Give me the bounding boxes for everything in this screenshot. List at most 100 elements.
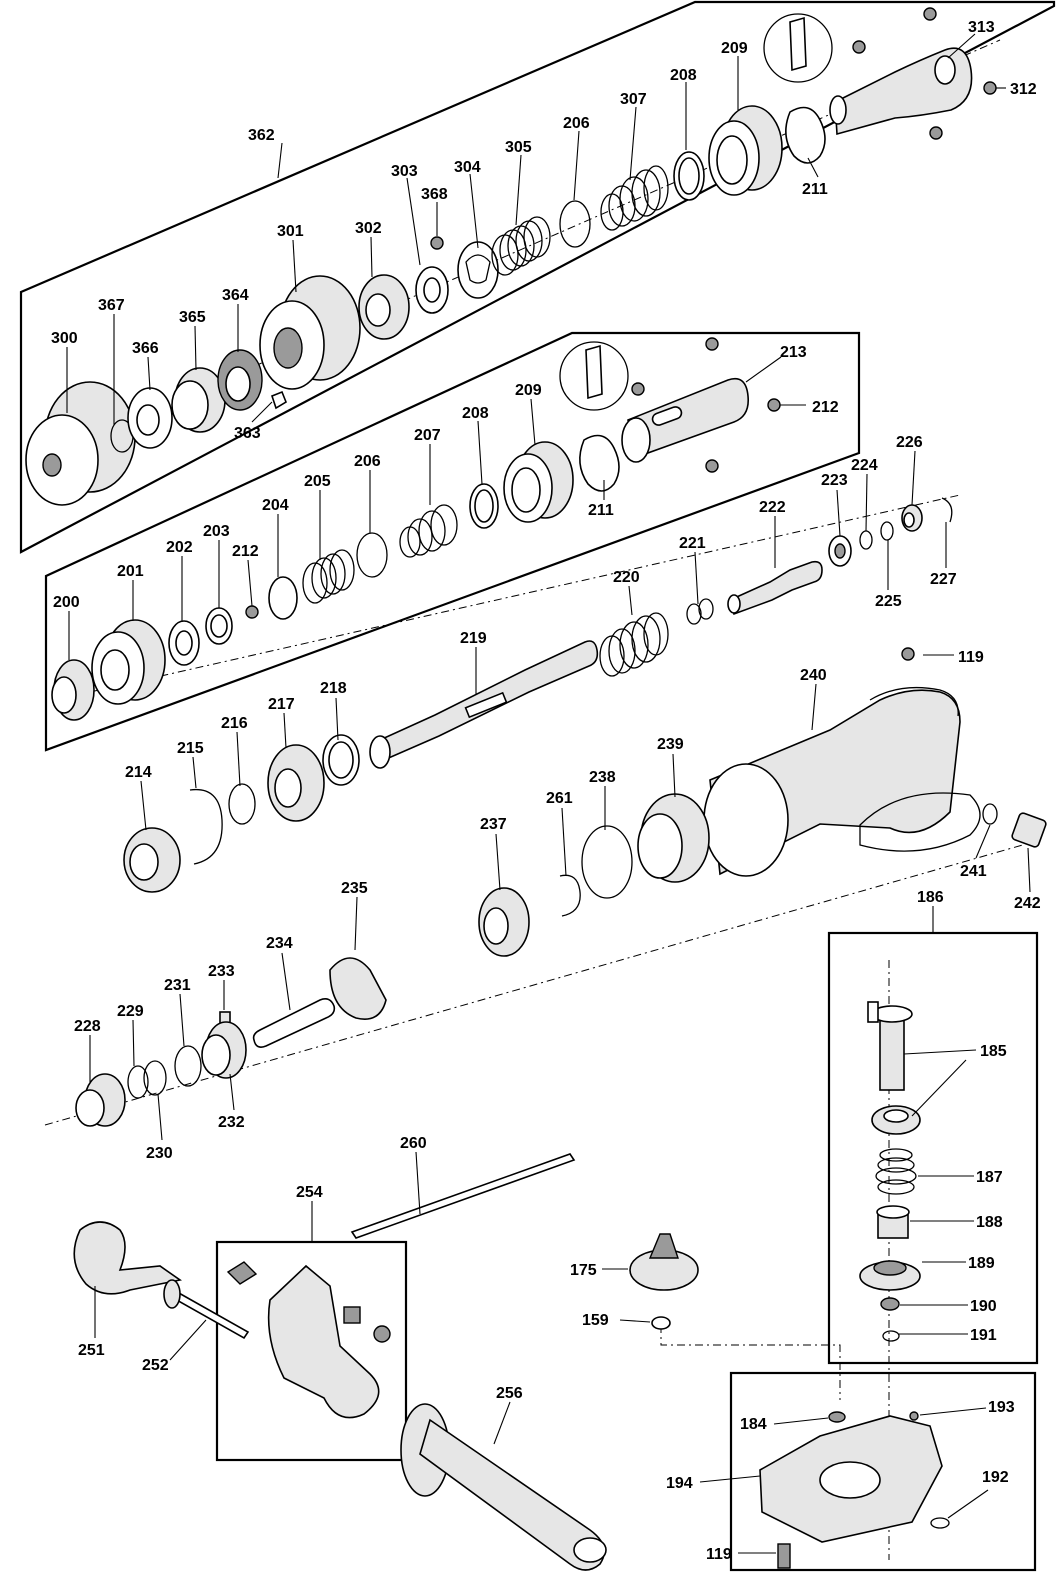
label-223: 223 xyxy=(821,472,848,489)
label-119-lower: 119 xyxy=(706,1546,732,1563)
part-230 xyxy=(143,1060,167,1096)
label-229: 229 xyxy=(117,1003,144,1020)
part-189 xyxy=(859,1260,921,1291)
ball-313-c xyxy=(929,126,943,140)
part-184 xyxy=(828,1411,846,1423)
label-300: 300 xyxy=(51,330,78,347)
part-194 xyxy=(759,1415,943,1543)
part-202 xyxy=(168,620,200,666)
label-204: 204 xyxy=(262,497,289,514)
part-232 xyxy=(201,1021,247,1079)
label-211-upper: 211 xyxy=(802,181,828,198)
part-218 xyxy=(322,734,360,786)
label-301: 301 xyxy=(277,223,304,240)
part-206-upper xyxy=(559,200,591,248)
part-217 xyxy=(267,744,325,822)
part-226 xyxy=(901,504,923,532)
part-302 xyxy=(358,274,410,340)
part-260 xyxy=(350,1153,576,1239)
part-209-upper xyxy=(708,105,783,196)
part-364 xyxy=(217,349,263,411)
part-203 xyxy=(205,607,233,645)
label-189: 189 xyxy=(968,1255,995,1272)
part-228 xyxy=(75,1073,126,1127)
part-209-middle xyxy=(503,441,574,523)
part-208-upper xyxy=(673,151,705,201)
label-304: 304 xyxy=(454,159,481,176)
part-225 xyxy=(880,521,894,541)
label-119-upper: 119 xyxy=(958,649,984,666)
part-301 xyxy=(259,275,361,390)
label-193: 193 xyxy=(988,1399,1015,1416)
label-175: 175 xyxy=(570,1262,597,1279)
part-119-upper xyxy=(901,647,915,661)
part-204 xyxy=(268,576,298,620)
label-206-upper: 206 xyxy=(563,115,590,132)
label-305: 305 xyxy=(505,139,532,156)
label-216: 216 xyxy=(221,715,248,732)
part-201 xyxy=(91,619,166,705)
label-242: 242 xyxy=(1014,895,1041,912)
ball-313-a xyxy=(923,7,937,21)
label-200: 200 xyxy=(53,594,80,611)
part-211-middle xyxy=(559,341,629,492)
label-232: 232 xyxy=(218,1114,245,1131)
label-221: 221 xyxy=(679,535,706,552)
part-313 xyxy=(829,47,973,136)
label-192: 192 xyxy=(982,1469,1009,1486)
frame-assembly-186 xyxy=(827,931,1039,1365)
part-223 xyxy=(828,535,852,567)
label-362: 362 xyxy=(248,127,275,144)
label-313: 313 xyxy=(968,19,995,36)
part-303 xyxy=(415,266,449,314)
part-304 xyxy=(457,241,499,299)
label-211-middle: 211 xyxy=(588,502,614,519)
label-215: 215 xyxy=(177,740,204,757)
part-235 xyxy=(329,957,387,1020)
part-200 xyxy=(51,659,95,721)
part-185-bearing xyxy=(871,1105,921,1135)
label-207: 207 xyxy=(414,427,441,444)
part-192 xyxy=(930,1517,950,1529)
part-159 xyxy=(651,1316,671,1330)
label-185: 185 xyxy=(980,1043,1007,1060)
label-214: 214 xyxy=(125,764,152,781)
part-256 xyxy=(400,1403,607,1571)
label-231: 231 xyxy=(164,977,191,994)
label-225: 225 xyxy=(875,593,902,610)
part-212-middle xyxy=(245,605,259,619)
label-235: 235 xyxy=(341,880,368,897)
part-213 xyxy=(621,377,750,463)
label-209-upper: 209 xyxy=(721,40,748,57)
label-239: 239 xyxy=(657,736,684,753)
label-256: 256 xyxy=(496,1385,523,1402)
label-251: 251 xyxy=(78,1342,105,1359)
ball-213-a xyxy=(705,337,719,351)
label-187: 187 xyxy=(976,1169,1003,1186)
label-186: 186 xyxy=(917,889,944,906)
part-365 xyxy=(171,367,226,433)
label-261: 261 xyxy=(546,790,573,807)
part-254 xyxy=(226,1261,391,1419)
label-209-middle: 209 xyxy=(515,382,542,399)
label-302: 302 xyxy=(355,220,382,237)
part-215 xyxy=(189,788,223,865)
label-234: 234 xyxy=(266,935,293,952)
label-184: 184 xyxy=(740,1416,767,1433)
part-240 xyxy=(703,686,961,877)
label-188: 188 xyxy=(976,1214,1003,1231)
part-187 xyxy=(875,1148,917,1195)
ball-213-b xyxy=(631,382,645,396)
part-190 xyxy=(880,1297,900,1311)
leader-lines xyxy=(66,33,1031,1554)
part-220 xyxy=(599,612,669,677)
ball-313-b xyxy=(852,40,866,54)
label-230: 230 xyxy=(146,1145,173,1162)
label-202: 202 xyxy=(166,539,193,556)
label-203: 203 xyxy=(203,523,230,540)
part-305 xyxy=(491,216,551,276)
label-303: 303 xyxy=(391,163,418,180)
label-212-upper: 212 xyxy=(812,399,839,416)
part-205 xyxy=(302,549,355,604)
